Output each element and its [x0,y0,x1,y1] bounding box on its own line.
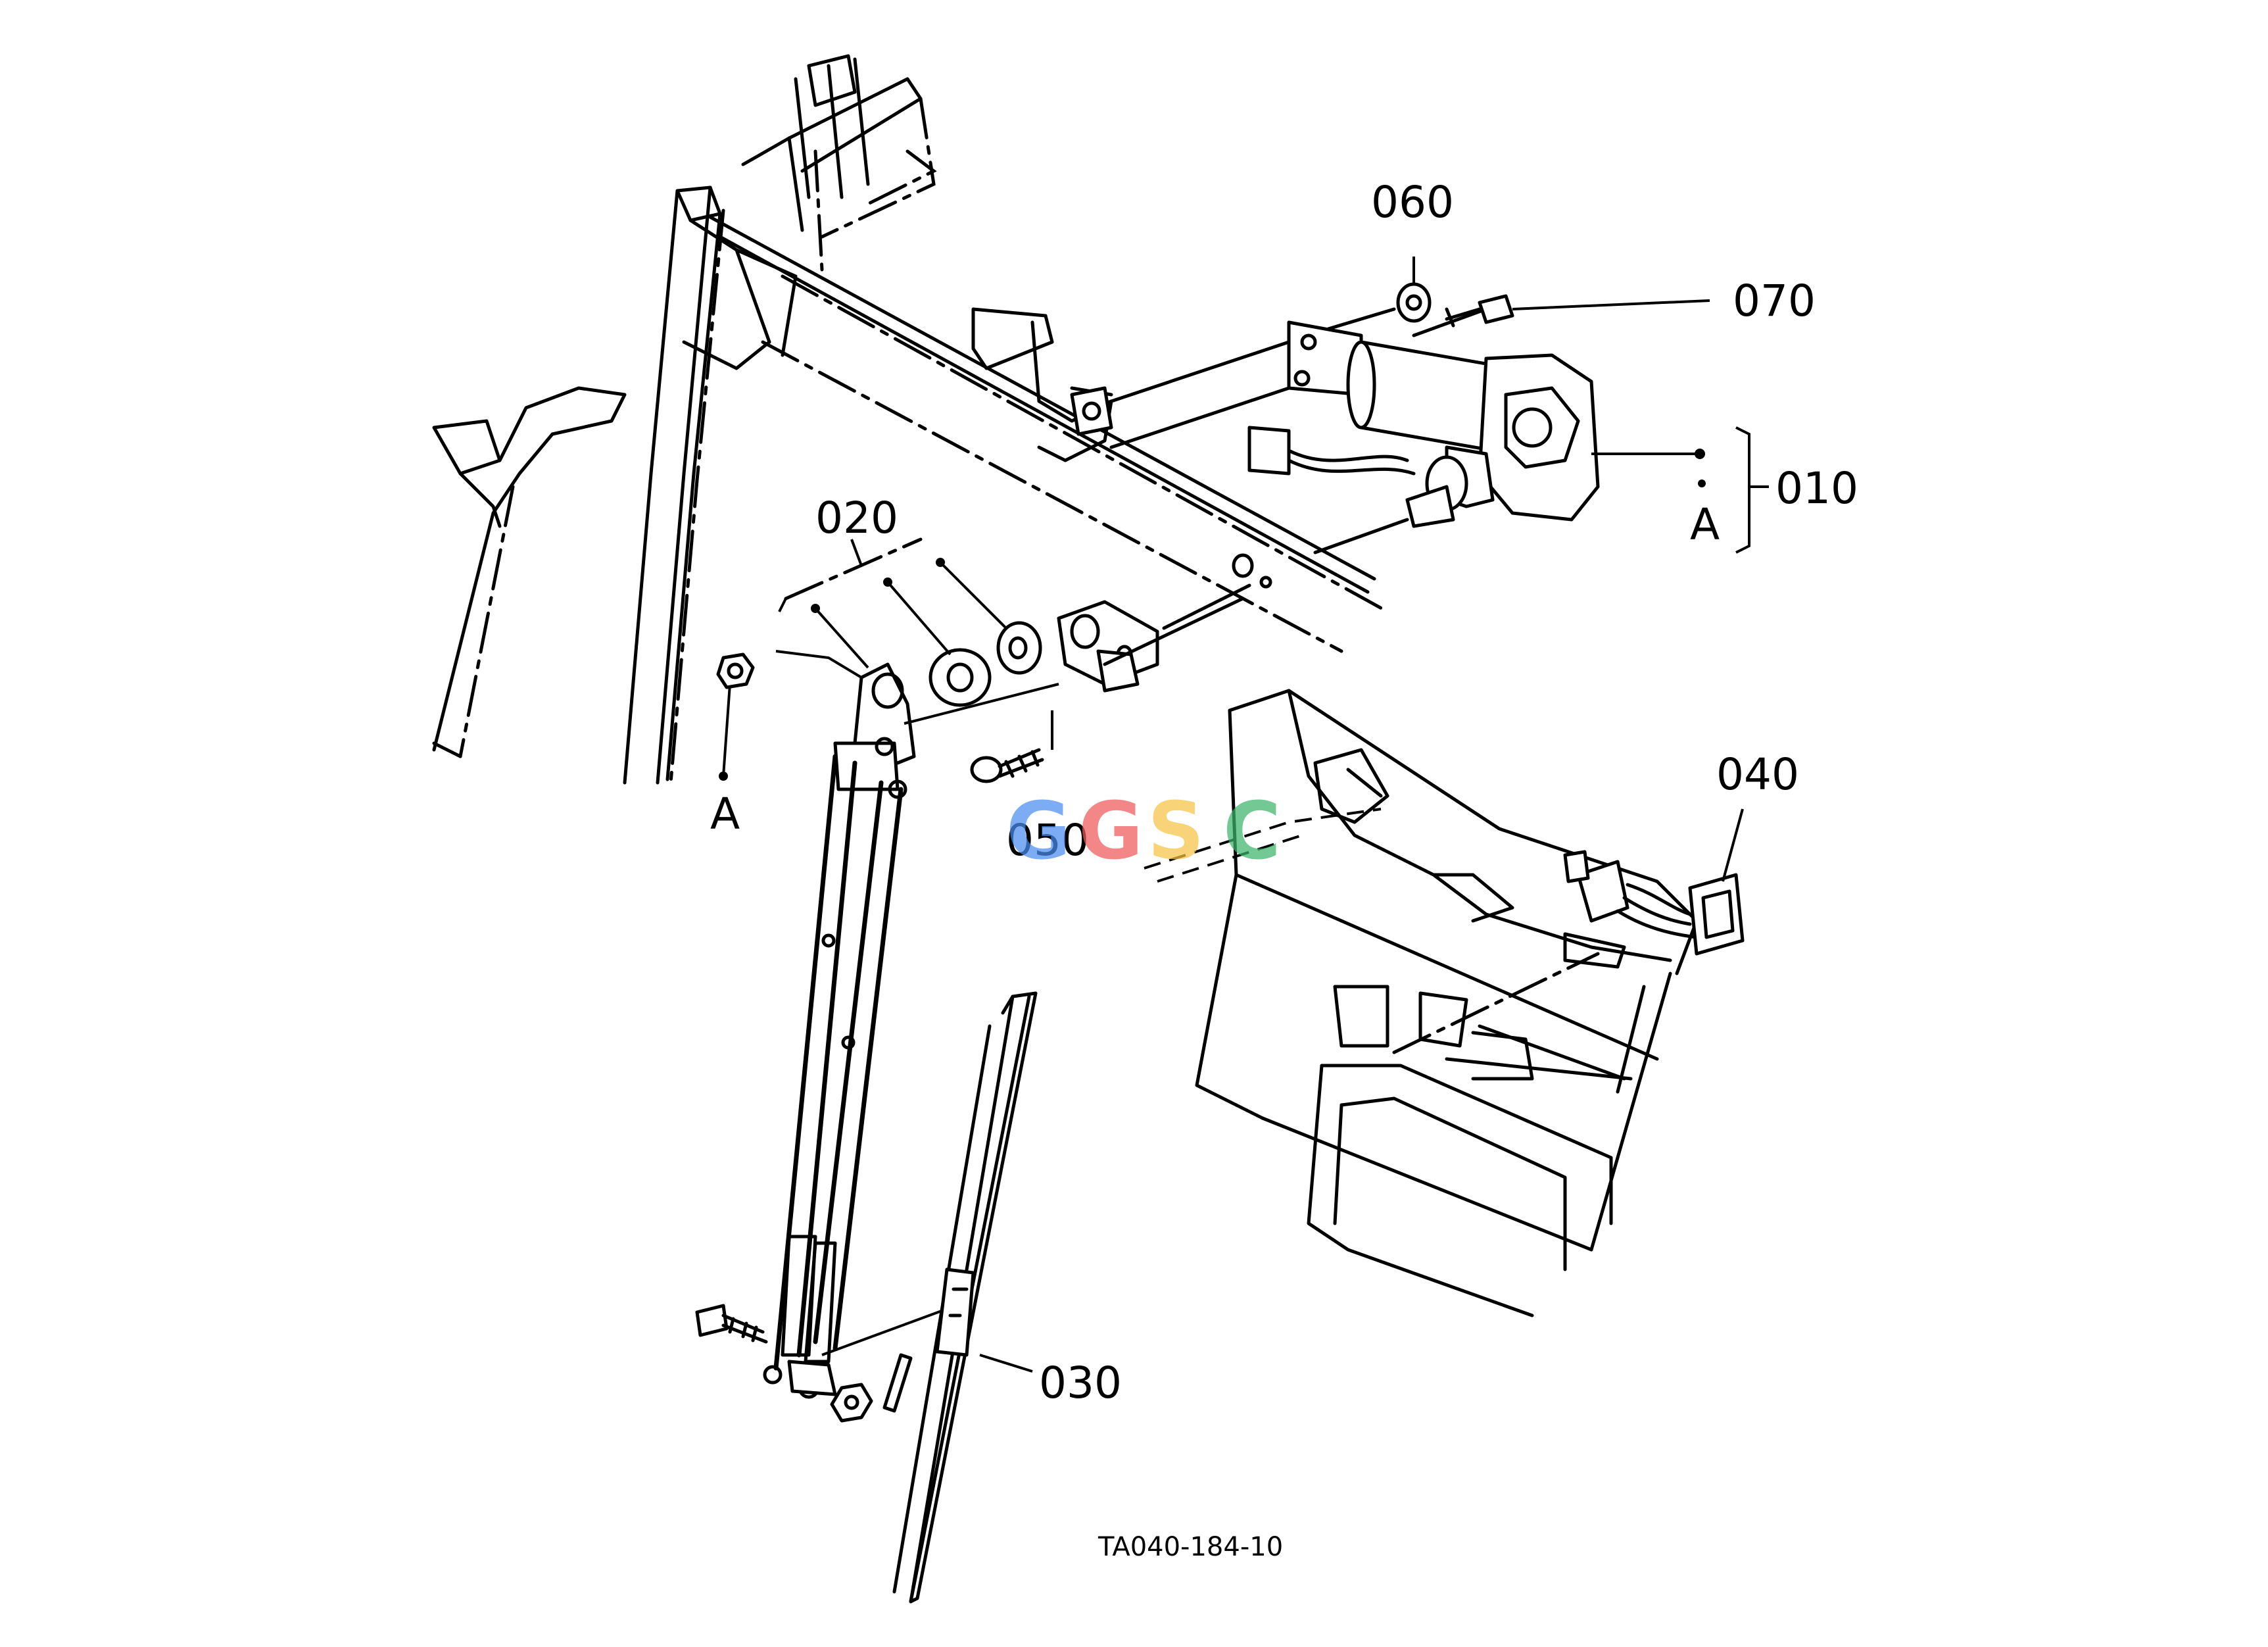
pivot-nut [716,652,755,689]
wiper-arm [763,650,1059,1399]
reference-mark-A-nut: A [710,789,740,839]
leaders [719,257,1769,1373]
watermark-logo: G G S C [1006,786,1281,877]
arm-hardware [695,1304,913,1423]
callout-070: 070 [1733,276,1816,326]
watermark-letter-3: S [1147,786,1204,877]
wiper-switch [1563,850,1745,956]
callout-020: 020 [815,493,898,543]
callout-060: 060 [1371,177,1454,228]
screw-050 [970,710,1053,783]
dashboard-panel [1144,689,1699,1317]
figure-reference: TA040-184-10 [1098,1532,1283,1562]
reference-mark-A-motor: A [1690,499,1720,550]
callout-040: 040 [1716,749,1799,800]
nut-060 [1396,282,1432,323]
callout-010: 010 [1775,463,1858,514]
callout-030: 030 [1039,1358,1122,1408]
callout-labels: 060 070 010 020 050 040 030 A A TA040-18… [710,177,1858,1562]
bolt-070 [1445,294,1514,328]
watermark-letter-1: G [1006,786,1071,877]
callout-050: 050 [1006,815,1089,866]
watermark-letter-2: G [1078,786,1144,877]
cab-frame [432,54,1389,785]
pivot-bushing-set [929,553,1272,707]
wiper-motor [1070,307,1600,554]
watermark-letter-4: C [1223,786,1281,877]
wiper-blade [892,991,1038,1604]
